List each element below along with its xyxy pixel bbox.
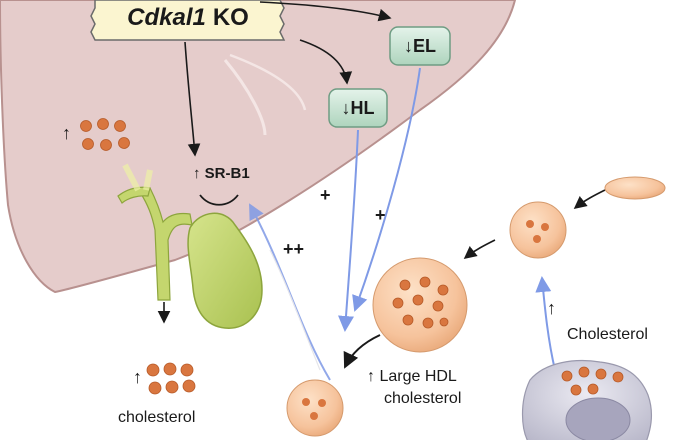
hl-box [328,88,388,128]
blue-arrow-cell-up [535,276,556,371]
discoid-hdl [604,176,666,200]
large-hdl-caption-line1: ↑ Large HDL [367,368,457,385]
cholesterol-dot [318,399,326,407]
up-arrow-excretion: ↑ [133,367,142,387]
bile-duct-branch [117,186,151,204]
plus-sign-2: + [375,205,386,225]
arrow-disc-to-small [573,189,606,209]
srb1-receptor [199,194,239,206]
arrow-ko-to-hl [299,39,353,85]
excretion-caption: cholesterol [118,409,196,426]
large-hdl-caption-line2: cholesterol [384,390,462,407]
blue-arrow-el [352,67,421,312]
cholesterol-dot [310,412,318,420]
up-arrow-cholesterol: ↑ [547,298,556,318]
cholesterol-dot [526,220,534,228]
plus-sign-double: ++ [283,239,305,259]
liver [0,0,517,294]
plus-sign-1: + [320,185,331,205]
liver-vessel [229,53,307,111]
el-box [389,26,451,66]
cholesterol-dot [302,398,310,406]
bile-duct [139,187,193,301]
cholesterol-dot [541,223,549,231]
el-label: ↓EL [403,36,436,56]
blue-arrow-hl [338,129,359,332]
liver-lobe-line [223,59,267,136]
ko-suffix: KO [212,4,249,31]
cell-cholesterol [561,366,624,396]
cholesterol-caption: Cholesterol [567,326,648,343]
large-hdl-cholesterol [392,276,449,329]
arrow-ko-to-el [259,1,392,22]
ko-box [90,0,286,41]
srb1-label: ↑ SR-B1 [193,165,250,182]
gallbladder [187,212,263,329]
blue-arrow-to-srb1 [249,203,331,381]
faint-connector [269,249,321,371]
arrow-large-to-bottom [343,334,381,369]
bile-duct-glow [122,163,153,192]
cell-nucleus [565,397,631,440]
excreted-cholesterol [146,362,196,395]
ko-label: Cdkal1 KO [88,0,288,38]
arrow-ko-to-srb1 [184,41,201,157]
up-arrow-hepatic: ↑ [62,123,71,143]
cholesterol-dot [533,235,541,243]
hl-label: ↓HL [341,98,375,118]
hepatic-cholesterol [80,118,130,151]
small-hdl [509,201,567,259]
bottom-hdl [286,379,344,437]
ko-gene-name: Cdkal1 [127,4,206,31]
arrow-small-to-large [463,239,496,259]
